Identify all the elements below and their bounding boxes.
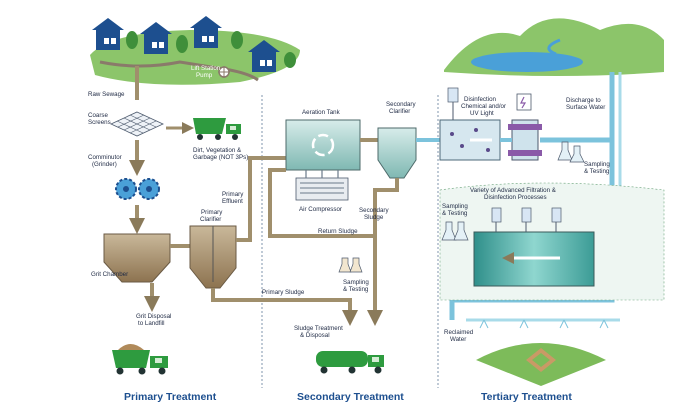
section-title-primary: Primary Treatment <box>124 391 217 403</box>
reclaimed-water-label-2: Water <box>450 336 466 343</box>
discharge-label: Discharge to <box>566 97 601 104</box>
pump-icon <box>218 66 230 78</box>
secondary-clarifier <box>377 127 417 179</box>
primary-clarifier-label: Primary <box>201 209 223 216</box>
beaker-icon <box>338 257 363 273</box>
house-icon <box>140 22 172 54</box>
aeration-tank <box>285 119 361 171</box>
beaker-icon <box>447 87 459 120</box>
beaker-icon <box>557 141 585 163</box>
sampling-secondary-label-2: & Testing <box>343 286 369 293</box>
dirt-label: Dirt, Vegetation & <box>193 147 242 154</box>
sludge-treatment-label-2: & Disposal <box>300 332 330 339</box>
primary-effluent-pipe <box>236 156 288 242</box>
beaker-icon <box>441 221 469 241</box>
comminutor-label-2: (Grinder) <box>92 161 117 168</box>
disinfection-label-2: Chemical and/or <box>461 103 506 110</box>
sampling-tertiary-label-2: & Testing <box>584 168 610 175</box>
advanced-filtration-area <box>439 182 665 301</box>
neighborhood-hill <box>90 30 300 85</box>
grit-disposal-label: Grit Disposal <box>136 313 171 320</box>
mountain-icon <box>444 18 664 77</box>
disinfection-tank <box>439 119 501 161</box>
comminutor-label: Comminutor <box>88 154 122 161</box>
primary-clarifier <box>189 225 237 289</box>
sampling-secondary-label: Sampling <box>343 279 369 286</box>
dump-truck-icon <box>193 118 241 140</box>
lift-station-label: Lift Station <box>191 65 221 72</box>
uv-lamp-icon <box>508 93 542 161</box>
secondary-clarifier-label-2: Clarifier <box>389 108 410 115</box>
return-sludge-label: Return Sludge <box>318 228 358 235</box>
primary-effluent-label: Primary <box>222 191 244 198</box>
secondary-sludge-pipe <box>367 178 399 326</box>
disinfection-label: Disinfection <box>464 96 497 103</box>
raw-sewage-label: Raw Sewage <box>88 91 125 98</box>
house-icon <box>190 16 222 48</box>
return-sludge-pipe <box>268 168 375 238</box>
discharge-label-2: Surface Water <box>566 104 605 111</box>
sampling-tertiary-label: Sampling <box>584 161 610 168</box>
secondary-clarifier-label: Secondary <box>386 101 416 108</box>
tanker-truck-icon <box>316 351 384 374</box>
lift-station-label-2: Pump <box>196 72 213 79</box>
secondary-sludge-label: Secondary <box>359 207 389 214</box>
house-icon <box>92 18 124 50</box>
sampling-advanced-label-2: & Testing <box>442 210 468 217</box>
coarse-screens-label: Coarse <box>88 112 109 119</box>
air-compressor-label: Air Compressor <box>299 206 342 213</box>
primary-sludge-label: Primary Sludge <box>262 289 305 296</box>
grinder-gear-icon <box>115 178 160 200</box>
tree-icon <box>126 31 296 68</box>
primary-clarifier-label-2: Clarifier <box>200 216 221 223</box>
secondary-sludge-label-2: Sludge <box>364 214 384 221</box>
section-dividers <box>261 95 439 388</box>
sampling-advanced-label: Sampling <box>442 203 468 210</box>
section-title-secondary: Secondary Treatment <box>297 391 404 403</box>
primary-sludge-pipe <box>211 288 358 326</box>
advanced-filtration-label-2: Disinfection Processes <box>484 194 547 201</box>
advanced-filtration-label: Variety of Advanced Filtration & <box>470 187 557 194</box>
dirt-label-2: Garbage (NOT 3Ps) <box>193 154 248 161</box>
house-icon <box>248 40 280 72</box>
disinfection-label-3: UV Light <box>470 110 494 117</box>
section-title-tertiary: Tertiary Treatment <box>481 391 572 403</box>
sludge-treatment-label: Sludge Treatment <box>294 325 343 332</box>
dump-truck-icon <box>112 344 168 375</box>
sprinkler-icon <box>466 318 620 329</box>
grit-chamber <box>103 233 190 283</box>
ballfield-icon <box>476 343 606 386</box>
reclaimed-water-label: Reclaimed <box>444 329 474 336</box>
screen-grid-icon <box>110 111 164 137</box>
aeration-tank-label: Aeration Tank <box>302 109 341 116</box>
primary-effluent-label-2: Effluent <box>222 198 243 205</box>
grit-chamber-label: Grit Chamber <box>91 271 128 278</box>
grit-disposal-label-2: to Landfill <box>138 320 165 327</box>
coarse-screens-label-2: Screens <box>88 119 111 126</box>
air-compressor <box>295 170 349 201</box>
